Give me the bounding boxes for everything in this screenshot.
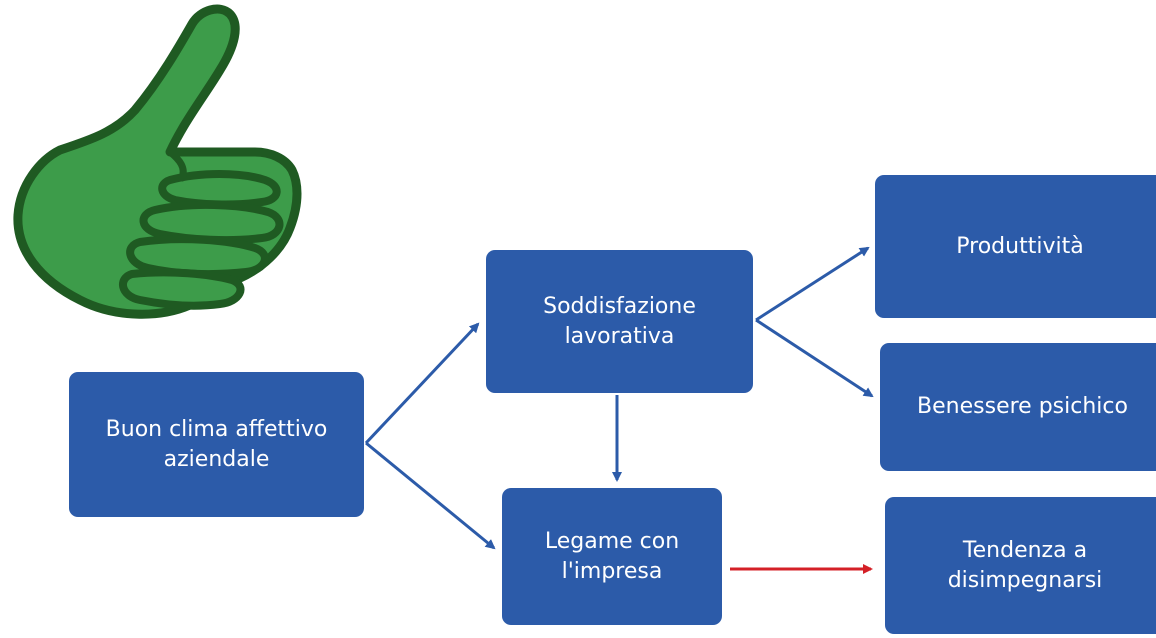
node-soddisfazione: Soddisfazione lavorativa	[486, 250, 753, 393]
thumb-finger-2	[139, 200, 284, 245]
node-label: Produttività	[956, 233, 1084, 259]
thumb-finger-1	[158, 170, 281, 209]
edge-clima-soddisf	[364, 322, 480, 445]
node-label: Legame con l'impresa	[544, 528, 680, 584]
node-label: Benessere psichico	[917, 394, 1128, 419]
thumb-knuckle-line	[166, 148, 187, 182]
node-label: Buon clima affettivo aziendale	[105, 416, 328, 472]
node-tendenza: Tendenza a disimpegnarsi	[885, 497, 1156, 634]
node-label: Soddisfazione lavorativa	[543, 293, 696, 349]
thumbs-up-icon	[13, 4, 302, 319]
node-produttivita: Produttività	[875, 175, 1156, 318]
node-benessere: Benessere psichico	[880, 343, 1156, 471]
edge-clima-legame	[365, 441, 496, 550]
node-buon-clima: Buon clima affettivo aziendale	[69, 372, 364, 517]
node-label: Tendenza a disimpegnarsi	[947, 537, 1103, 593]
edge-soddisf-produtt	[755, 246, 870, 322]
edge-soddisf-benessere	[755, 318, 874, 398]
node-legame: Legame con l'impresa	[502, 488, 722, 625]
thumb-finger-4	[119, 268, 245, 310]
thumb-finger-3	[126, 235, 269, 279]
